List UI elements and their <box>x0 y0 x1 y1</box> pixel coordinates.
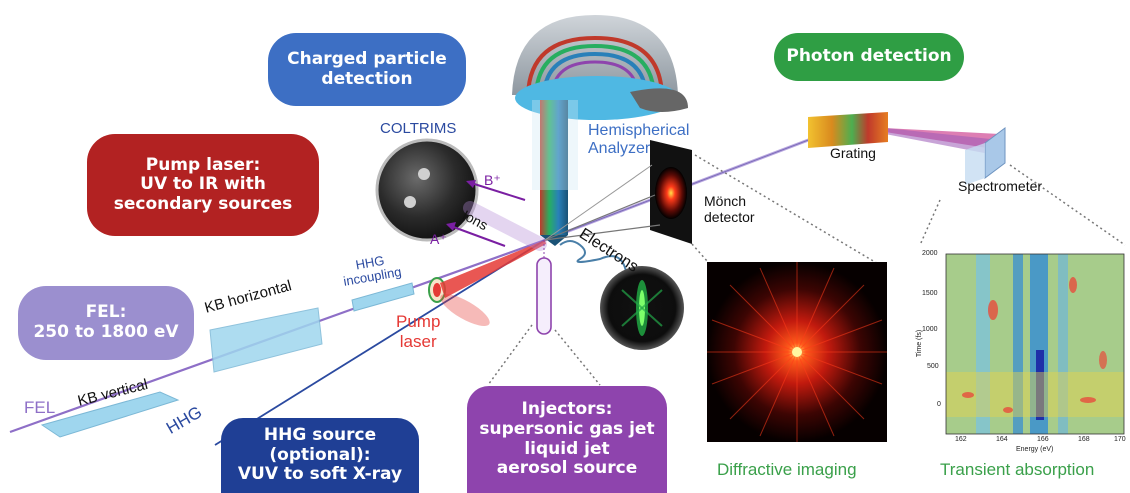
plot-ytick: 1000 <box>922 326 938 333</box>
kb-horizontal-mirror <box>209 307 323 373</box>
transient-absorption-caption: Transient absorption <box>940 460 1095 479</box>
analyzer-column <box>540 100 568 235</box>
plot-xtick: 168 <box>1078 436 1090 443</box>
plot-xtick: 164 <box>996 436 1008 443</box>
plot-ytick: 0 <box>937 401 941 408</box>
pump-laser-box: Pump laser: UV to IR with secondary sour… <box>87 134 319 236</box>
charged-particle-box: Charged particle detection <box>268 33 466 106</box>
diffractive-imaging-caption: Diffractive imaging <box>717 460 857 479</box>
diffraction-grating <box>808 112 888 148</box>
coltrims-detector <box>375 138 479 242</box>
plot-xlabel: Energy (eV) <box>1016 446 1054 453</box>
a-plus-label: A⁺ <box>430 231 447 247</box>
fel-box: FEL: 250 to 1800 eV <box>18 286 194 360</box>
hhg-incoupling-mirror <box>351 282 415 312</box>
plot-ytick: 2000 <box>922 250 938 257</box>
hhg-source-box: HHG source (optional): VUV to soft X-ray <box>221 418 419 493</box>
coltrims-label: COLTRIMS <box>380 120 457 137</box>
spectrometer-label: Spectrometer <box>958 178 1043 194</box>
grating-label: Grating <box>830 145 876 161</box>
absorption-bands <box>946 254 1124 434</box>
injectors-box: Injectors: supersonic gas jet liquid jet… <box>467 386 667 493</box>
pump-laser-label: Pump laser <box>396 312 441 351</box>
monch-label: Mönch detector <box>704 193 755 226</box>
photon-detection-box: Photon detection <box>774 33 964 81</box>
fel-beam-label: FEL <box>24 398 56 417</box>
plot-xtick: 170 <box>1114 436 1126 443</box>
ion-arrow-a <box>447 224 506 247</box>
plot-ytick: 500 <box>927 363 939 370</box>
pump-beam <box>440 240 546 298</box>
plot-xtick: 166 <box>1037 436 1049 443</box>
transient-absorption-plot: Time (fs) 2000 1500 1000 500 0 162 164 1… <box>916 250 1130 460</box>
kb-vertical-mirror <box>40 391 180 438</box>
b-plus-label: B⁺ <box>484 172 501 188</box>
hemispherical-label: Hemispherical Analyzer <box>588 122 690 157</box>
plot-xtick: 162 <box>955 436 967 443</box>
injector-tube <box>536 257 552 335</box>
hhg-beam-line <box>214 239 546 446</box>
plot-ylabel: Time (fs) <box>916 329 924 358</box>
ion-arrow-b <box>467 181 526 201</box>
plot-ytick: 1500 <box>922 290 938 297</box>
